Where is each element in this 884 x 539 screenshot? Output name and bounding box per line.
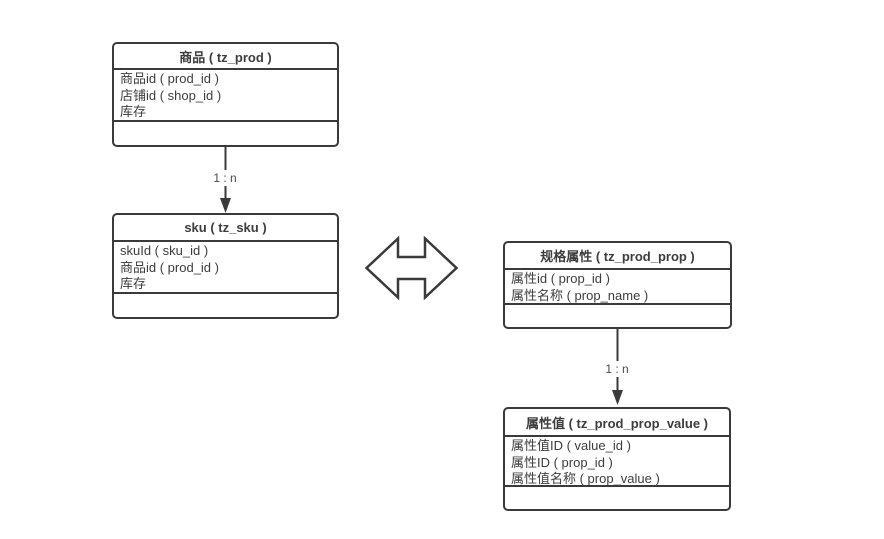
cardinality-label: 1 : n	[205, 170, 245, 186]
entity-title: 属性值 ( tz_prod_prop_value )	[505, 409, 729, 437]
connector-arrow-prop-value	[612, 329, 623, 405]
entity-field: 属性值名称 ( prop_value )	[511, 471, 660, 486]
entity-table-sku: sku ( tz_sku ) skuId ( sku_id ) 商品id ( p…	[112, 213, 339, 319]
entity-table-prod: 商品 ( tz_prod ) 商品id ( prod_id ) 店铺id ( s…	[112, 42, 339, 147]
entity-field: 属性ID ( prop_id )	[511, 454, 613, 470]
entity-fields: 属性id ( prop_id ) 属性名称 ( prop_name )	[505, 270, 730, 305]
entity-field: 商品id ( prod_id )	[120, 71, 219, 86]
entity-table-prod-prop-value: 属性值 ( tz_prod_prop_value ) 属性值ID ( value…	[503, 407, 731, 511]
entity-field: 属性id ( prop_id )	[511, 271, 610, 286]
cardinality-label: 1 : n	[597, 361, 637, 377]
entity-field: skuId ( sku_id )	[120, 243, 209, 258]
entity-empty-section	[114, 294, 337, 317]
entity-title: 规格属性 ( tz_prod_prop )	[505, 243, 730, 270]
entity-empty-section	[505, 487, 729, 509]
arrowhead-down-icon	[220, 198, 231, 213]
entity-empty-section	[114, 122, 337, 145]
entity-field: 库存	[120, 104, 147, 119]
entity-field: 库存	[120, 276, 147, 291]
entity-empty-section	[505, 305, 730, 327]
entity-field: 商品id ( prod_id )	[120, 259, 219, 275]
entity-fields: skuId ( sku_id ) 商品id ( prod_id ) 库存	[114, 242, 337, 294]
entity-field: 店铺id ( shop_id )	[120, 87, 222, 103]
entity-title: sku ( tz_sku )	[114, 215, 337, 242]
entity-table-prod-prop: 规格属性 ( tz_prod_prop ) 属性id ( prop_id ) 属…	[503, 241, 732, 329]
arrowhead-down-icon	[612, 390, 623, 405]
entity-fields: 商品id ( prod_id ) 店铺id ( shop_id ) 库存	[114, 70, 337, 122]
entity-fields: 属性值ID ( value_id ) 属性ID ( prop_id ) 属性值名…	[505, 437, 729, 487]
entity-title: 商品 ( tz_prod )	[114, 44, 337, 70]
double-arrow-icon	[364, 235, 459, 301]
entity-field: 属性值ID ( value_id )	[511, 438, 631, 453]
entity-field: 属性名称 ( prop_name )	[511, 287, 649, 303]
